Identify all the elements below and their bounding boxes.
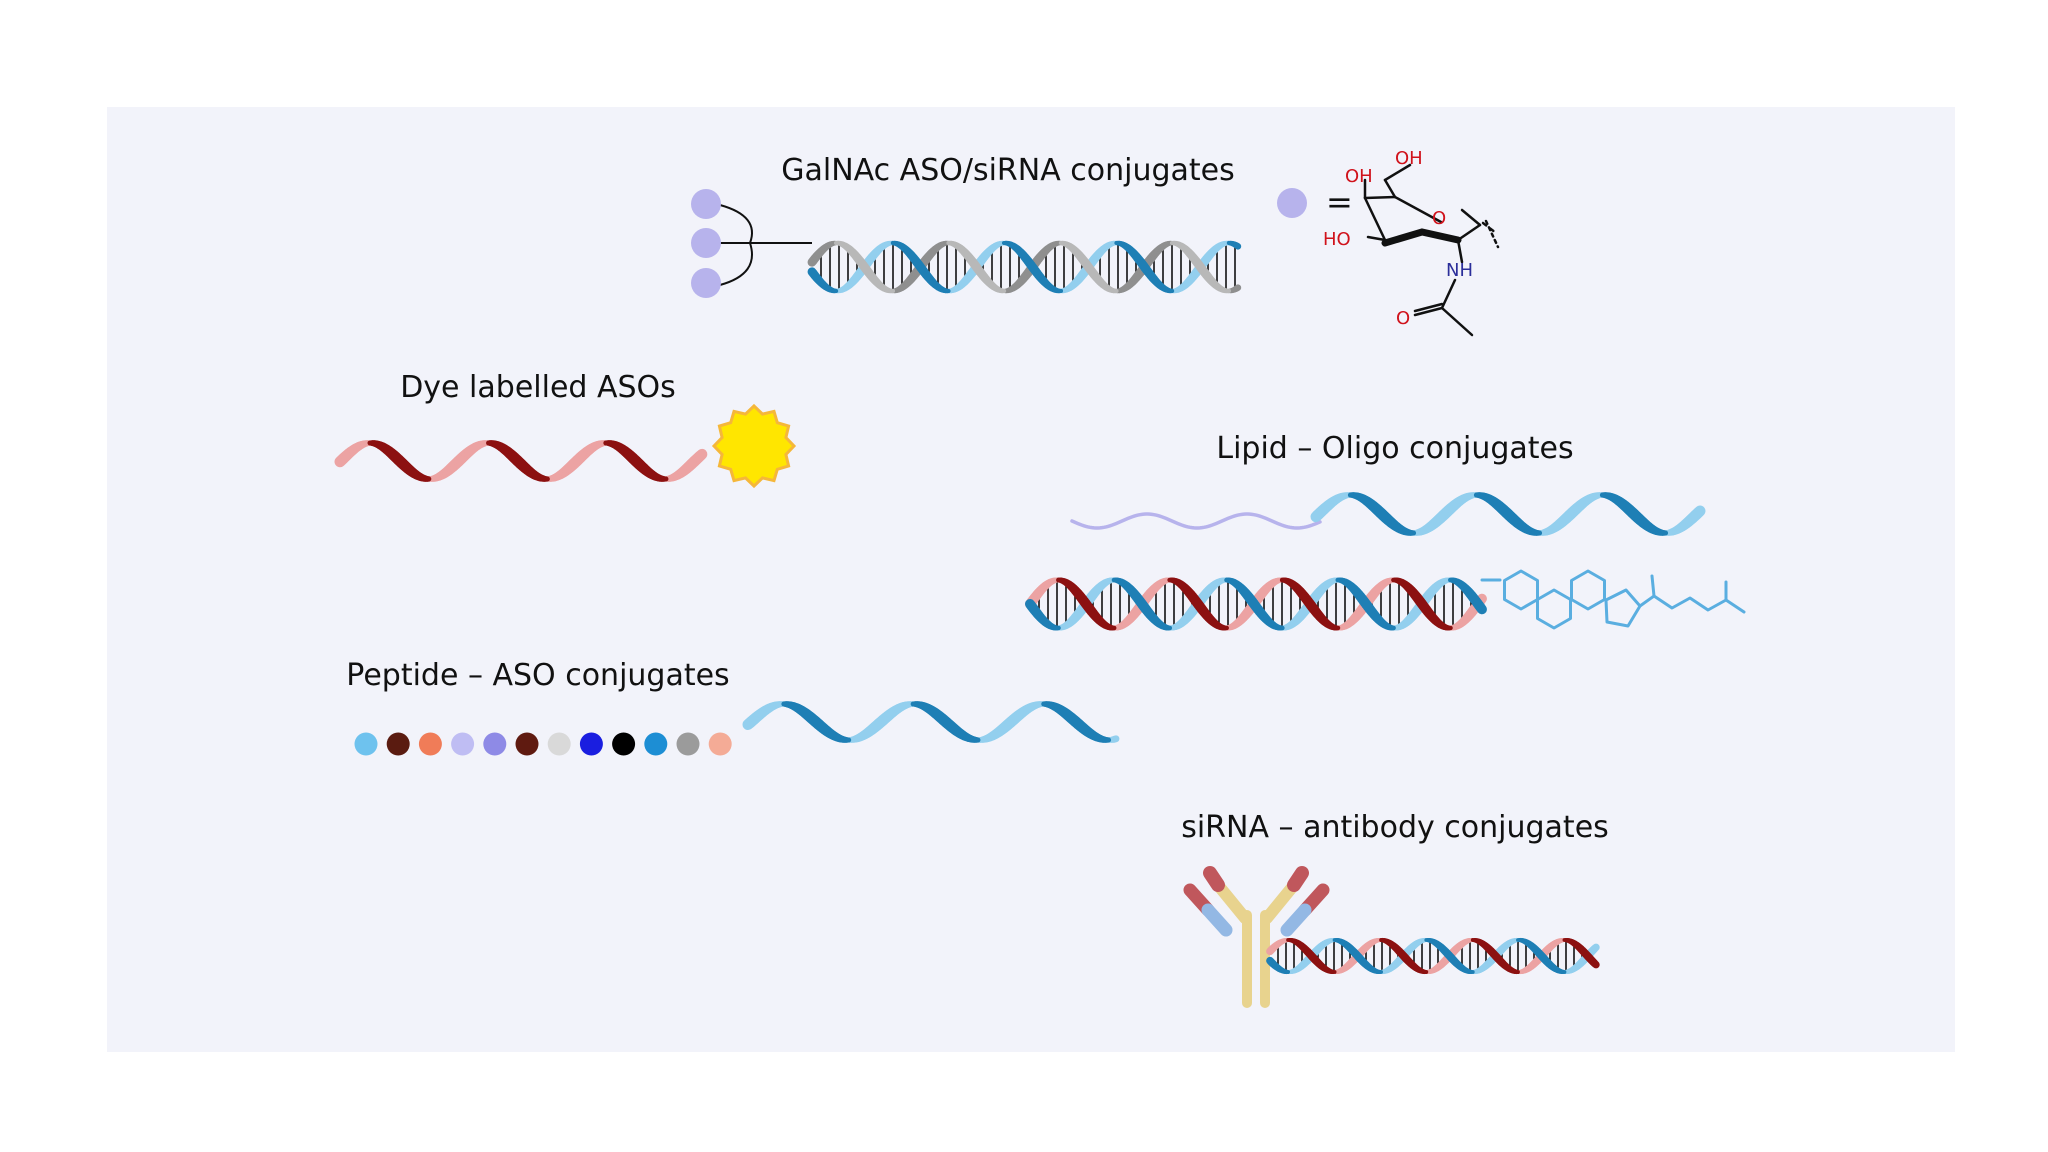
peptide-bead (708, 732, 732, 756)
title-dye: Dye labelled ASOs (400, 370, 676, 405)
lipid-oligo-ribbon (1310, 492, 1706, 536)
peptide-bead (676, 732, 700, 756)
peptide-bead (579, 732, 603, 756)
peptide-chain (354, 732, 732, 756)
galnac-chemical-structure (1363, 163, 1500, 337)
lipid-tail (1070, 512, 1322, 530)
cholesterol-structure (1480, 569, 1746, 630)
title-peptide: Peptide – ASO conjugates (346, 658, 729, 693)
label-oh-top: OH (1395, 148, 1423, 169)
galnac-bead (691, 268, 721, 298)
peptide-aso-ribbon (742, 701, 1120, 743)
galnac-legend: = (1277, 183, 1353, 221)
label-ring-o: O (1432, 208, 1446, 229)
cholesterol-sirna-double-helix (1025, 577, 1487, 631)
antibody-icon (1183, 866, 1330, 1008)
background-panel (107, 107, 1955, 1052)
galnac-cluster (691, 189, 812, 298)
galnac-atom-labels: OH OH HO O NH O (1323, 148, 1473, 329)
galnac-bead (691, 189, 721, 219)
dye-aso-ribbon (334, 440, 708, 482)
title-antibody: siRNA – antibody conjugates (1181, 810, 1609, 845)
peptide-bead (354, 732, 378, 756)
label-nh: NH (1446, 260, 1473, 281)
antibody-sirna-double-helix (1266, 937, 1600, 975)
galnac-double-helix (807, 240, 1242, 294)
peptide-bead (451, 732, 475, 756)
label-oh-left: OH (1345, 166, 1373, 187)
peptide-bead (418, 732, 442, 756)
label-carbonyl-o: O (1396, 308, 1410, 329)
galnac-bead (691, 228, 721, 258)
equals-sign: = (1326, 183, 1353, 221)
fluorescent-dye-icon (711, 403, 797, 489)
peptide-bead (644, 732, 668, 756)
peptide-bead (483, 732, 507, 756)
title-lipid: Lipid – Oligo conjugates (1216, 431, 1573, 466)
peptide-bead (547, 732, 571, 756)
label-ho: HO (1323, 229, 1351, 250)
galnac-legend-bead (1277, 188, 1307, 218)
peptide-bead (386, 732, 410, 756)
peptide-bead (515, 732, 539, 756)
title-galnac: GalNAc ASO/siRNA conjugates (781, 153, 1235, 188)
peptide-bead (612, 732, 636, 756)
